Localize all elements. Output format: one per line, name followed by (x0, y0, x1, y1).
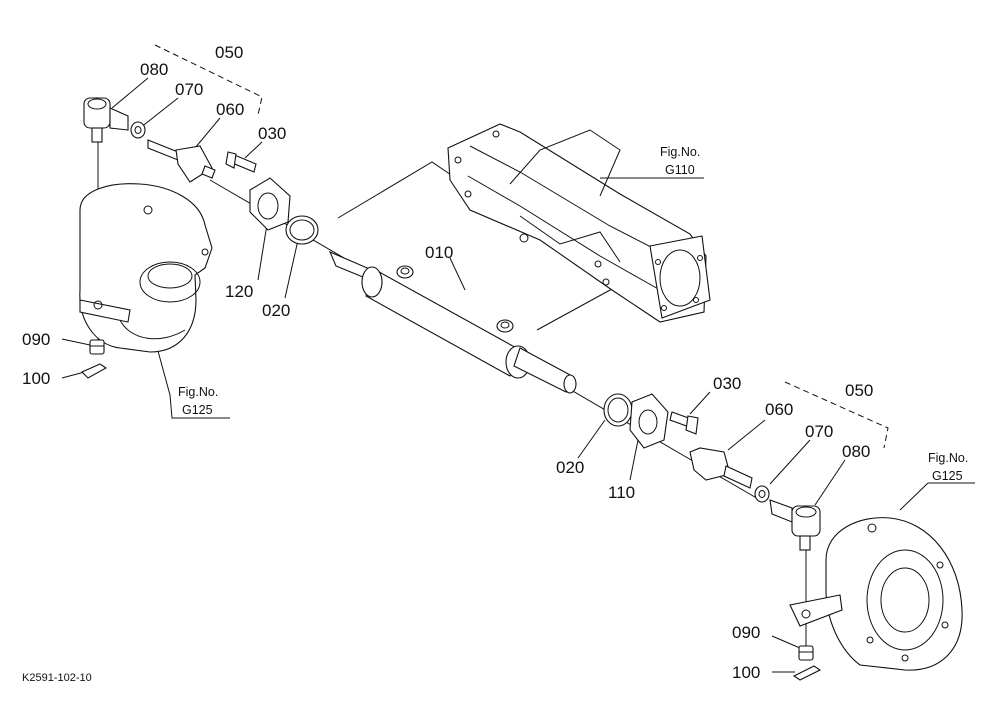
leader-080-left (111, 77, 149, 109)
label-left-100: 100 (22, 369, 50, 388)
leader-020-right (577, 419, 606, 459)
left-cotter-pin-100 (81, 363, 108, 379)
axle-frame-g110 (447, 123, 711, 323)
left-050-bracket (154, 44, 263, 116)
left-castle-nut-090 (89, 339, 105, 355)
part-labels: 050 080 070 060 030 120 020 090 100 010 … (22, 43, 873, 682)
steering-cylinder-010 (328, 250, 577, 394)
label-left-050: 050 (215, 43, 243, 62)
right-nut-070 (754, 485, 770, 503)
leader-060-right (727, 419, 766, 451)
label-left-030: 030 (258, 124, 286, 143)
leader-090-right (771, 635, 801, 649)
left-bolt-030 (225, 151, 257, 173)
label-left-090: 090 (22, 330, 50, 349)
right-rod-060 (689, 447, 753, 489)
leader-g125-right-pointer (899, 482, 929, 511)
right-gasket-110 (629, 393, 669, 449)
label-right-020: 020 (556, 458, 584, 477)
label-left-070: 070 (175, 80, 203, 99)
label-left-060: 060 (216, 100, 244, 119)
drawing-code: K2591-102-10 (22, 672, 92, 684)
right-snap-ring-020 (603, 393, 633, 427)
right-gear-case (789, 517, 963, 671)
label-left-120: 120 (225, 282, 253, 301)
leader-070-right (769, 439, 811, 485)
leader-030-right (689, 391, 711, 415)
left-gasket-120 (249, 177, 291, 231)
leader-110 (629, 439, 639, 481)
left-snap-ring-020 (285, 215, 319, 245)
leader-060-left (194, 117, 221, 149)
label-left-020: 020 (262, 301, 290, 320)
leader-g125-left (154, 339, 230, 419)
right-050-bracket (784, 381, 889, 449)
leader-090-left (61, 338, 91, 346)
leader-080-right (814, 459, 846, 506)
label-right-100: 100 (732, 663, 760, 682)
label-right-060: 060 (765, 400, 793, 419)
leader-070-left (139, 97, 179, 129)
ref-g125-right-line2: G125 (932, 469, 963, 483)
label-right-090: 090 (732, 623, 760, 642)
ref-g125-right-line1: Fig.No. (928, 451, 968, 465)
label-right-080: 080 (842, 442, 870, 461)
label-right-070: 070 (805, 422, 833, 441)
ref-g125-left-line1: Fig.No. (178, 385, 218, 399)
ref-g125-left-line2: G125 (182, 403, 213, 417)
left-tie-rod-end (83, 97, 146, 143)
left-gear-case (79, 183, 213, 353)
leader-030-left (244, 141, 263, 159)
right-bolt-030 (669, 411, 699, 435)
right-castle-nut-090 (798, 645, 814, 661)
label-right-050: 050 (845, 381, 873, 400)
ref-g110-line2: G110 (665, 163, 695, 177)
label-right-030: 030 (713, 374, 741, 393)
label-center-010: 010 (425, 243, 453, 262)
label-right-110: 110 (608, 483, 635, 502)
right-tie-rod-end (769, 499, 821, 551)
left-rod-060 (147, 139, 216, 183)
label-left-080: 080 (140, 60, 168, 79)
right-cotter-pin-100 (792, 665, 822, 681)
leader-010 (449, 257, 466, 291)
figure-references: Fig.No. G110 Fig.No. G125 Fig.No. G125 (178, 145, 968, 483)
ref-g110-line1: Fig.No. (660, 145, 700, 159)
leader-020-left (284, 239, 299, 299)
